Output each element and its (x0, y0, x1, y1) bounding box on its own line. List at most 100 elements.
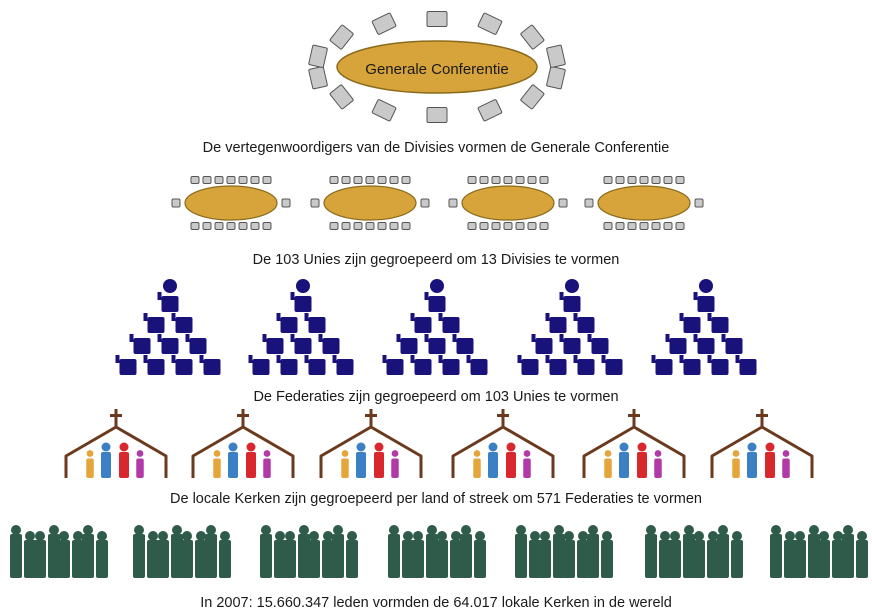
caption-churches: In 2007: 15.660.347 leden vormden de 64.… (200, 595, 672, 611)
church-cross-bar-icon (110, 414, 122, 417)
member-head-icon (299, 525, 309, 535)
member-body-icon (171, 534, 183, 578)
pyramid-block-icon (577, 317, 595, 333)
member-head-icon (148, 531, 158, 541)
person-body-icon (488, 452, 498, 478)
division-table-group (171, 176, 291, 230)
chair-icon (341, 176, 351, 184)
chair-icon (584, 198, 594, 208)
pyramid-block-icon (400, 338, 418, 354)
pyramid-cross-icon (707, 355, 712, 363)
chair-icon (202, 222, 212, 230)
member-crowd (515, 525, 613, 578)
person-body-icon (213, 458, 221, 478)
person-body-icon (506, 452, 516, 478)
pyramid-cross-icon (143, 355, 148, 363)
member-body-icon (147, 540, 159, 578)
person-body-icon (136, 458, 144, 478)
division-tables (171, 176, 704, 230)
member-body-icon (58, 540, 70, 578)
member-head-icon (196, 531, 206, 541)
chair-icon (281, 198, 291, 208)
member-body-icon (659, 540, 671, 578)
person-body-icon (246, 452, 256, 478)
pyramid-block-icon (386, 359, 404, 375)
chair-icon (426, 11, 448, 27)
pyramid-block-icon (161, 338, 179, 354)
church-cross-bar-icon (497, 414, 509, 417)
member-body-icon (332, 534, 344, 578)
union-pyramid (651, 279, 757, 375)
member-body-icon (717, 534, 729, 578)
member-body-icon (10, 534, 22, 578)
member-body-icon (539, 540, 551, 578)
member-head-icon (437, 531, 447, 541)
member-crowds (10, 525, 868, 578)
chair-icon (308, 66, 328, 90)
pyramid-block-icon (711, 317, 729, 333)
member-body-icon (474, 540, 486, 578)
member-head-icon (35, 531, 45, 541)
member-body-icon (24, 540, 36, 578)
pyramid-block-icon (147, 317, 165, 333)
member-body-icon (842, 534, 854, 578)
chair-icon (389, 222, 399, 230)
pyramid-block-icon (203, 359, 221, 375)
pyramid-block-icon (739, 359, 757, 375)
division-table-icon (597, 185, 691, 221)
member-head-icon (708, 531, 718, 541)
pyramid-block-icon (414, 317, 432, 333)
church-cross-icon (114, 409, 118, 427)
pyramid-cross-icon (679, 355, 684, 363)
person-body-icon (101, 452, 111, 478)
division-table-icon (461, 185, 555, 221)
pyramid-block-icon (294, 338, 312, 354)
chair-icon (520, 84, 545, 110)
pyramid-cross-icon (693, 292, 698, 300)
member-body-icon (82, 534, 94, 578)
person-head-icon (782, 450, 790, 457)
member-body-icon (832, 540, 844, 578)
chair-icon (503, 222, 513, 230)
pyramid-cross-icon (424, 334, 429, 342)
pyramid-cross-icon (171, 355, 176, 363)
person-head-icon (732, 450, 740, 457)
member-crowd (770, 525, 868, 578)
member-head-icon (718, 525, 728, 535)
pyramid-cross-icon (665, 334, 670, 342)
chair-icon (190, 222, 200, 230)
member-body-icon (553, 534, 565, 578)
person-head-icon (765, 442, 775, 452)
pyramid-cross-icon (707, 313, 712, 321)
person-head-icon (136, 450, 144, 457)
person-body-icon (228, 452, 238, 478)
pyramid-block-icon (577, 359, 595, 375)
pyramid-block-icon (133, 338, 151, 354)
chair-icon (420, 198, 430, 208)
chair-icon (262, 176, 272, 184)
chair-icon (401, 222, 411, 230)
chair-icon (558, 198, 568, 208)
conference-table-icon (336, 40, 538, 94)
person-head-icon (604, 450, 612, 457)
member-head-icon (323, 531, 333, 541)
member-body-icon (308, 540, 320, 578)
member-body-icon (48, 534, 60, 578)
division-table-group (584, 176, 704, 230)
member-crowd (645, 525, 743, 578)
person-head-icon (356, 442, 366, 452)
chair-icon (190, 176, 200, 184)
church-group (710, 409, 814, 478)
member-head-icon (540, 531, 550, 541)
person-body-icon (765, 452, 775, 478)
chair-icon (546, 66, 566, 90)
member-body-icon (157, 540, 169, 578)
church-frame-icon (451, 425, 555, 478)
pyramid-cross-icon (199, 355, 204, 363)
pyramid-cross-icon (545, 355, 550, 363)
pyramid-cross-icon (517, 355, 522, 363)
chair-icon (651, 176, 661, 184)
chair-icon (329, 84, 354, 110)
member-head-icon (795, 531, 805, 541)
member-head-icon (333, 525, 343, 535)
